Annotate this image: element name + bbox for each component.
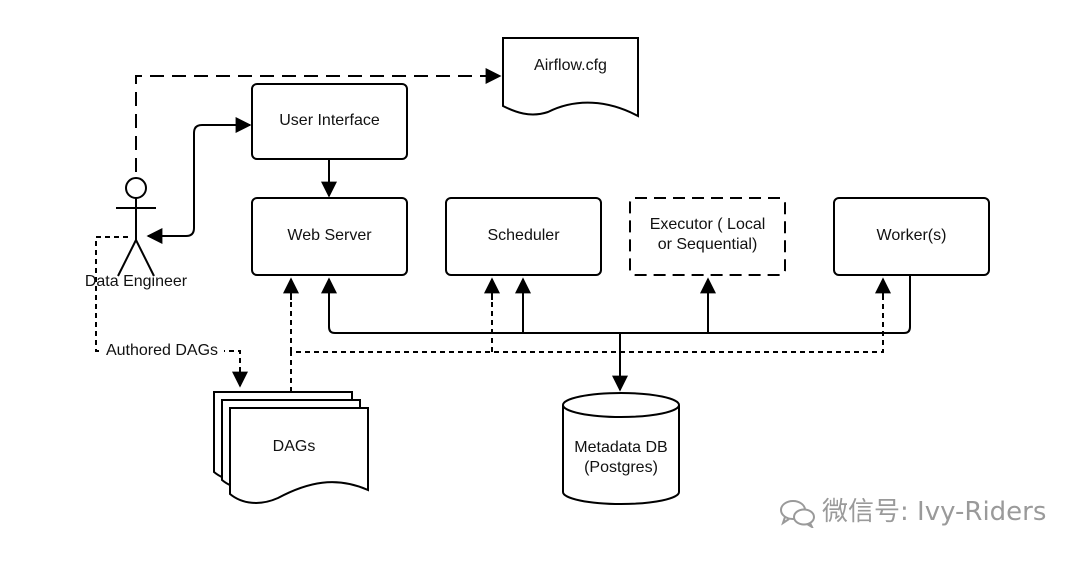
user-interface-label: User Interface [279, 112, 380, 129]
executor-label-line1: Executor ( Local [649, 216, 766, 233]
edge-engineer-to-config [135, 68, 502, 172]
authored-dags-label-bg [100, 340, 224, 362]
airflow-cfg-document [502, 37, 639, 118]
dags-label: DAGs [272, 438, 316, 455]
web-server-label: Web Server [287, 227, 372, 244]
executor-box [629, 197, 786, 276]
user-interface-box [251, 83, 408, 160]
edge-dag-distribution [283, 277, 891, 392]
airflow-cfg-label: Airflow.cfg [534, 57, 607, 74]
authored-dags-label: Authored DAGs [105, 342, 219, 359]
metadata-db-cylinder [562, 392, 680, 505]
metadata-db-label-line2: (Postgres) [584, 459, 658, 476]
data-engineer-figure [116, 177, 156, 277]
scheduler-box [445, 197, 602, 276]
data-engineer-label: Data Engineer [84, 273, 188, 290]
edge-engineer-user-interface [146, 117, 252, 244]
wechat-watermark: 微信号: Ivy-Riders [778, 494, 1048, 530]
metadata-db-label-line1: Metadata DB [574, 439, 668, 456]
scheduler-label: Scheduler [487, 227, 560, 244]
wechat-icon [780, 499, 815, 528]
watermark-text: 微信号: Ivy-Riders [822, 497, 1047, 527]
web-server-box [251, 197, 408, 276]
workers-label: Worker(s) [876, 227, 947, 244]
workers-box [833, 197, 990, 276]
dags-document-stack [213, 391, 369, 504]
edge-metadata-bus [321, 276, 911, 392]
edge-authored-dags [95, 236, 248, 388]
executor-label-line2: or Sequential) [657, 236, 758, 253]
